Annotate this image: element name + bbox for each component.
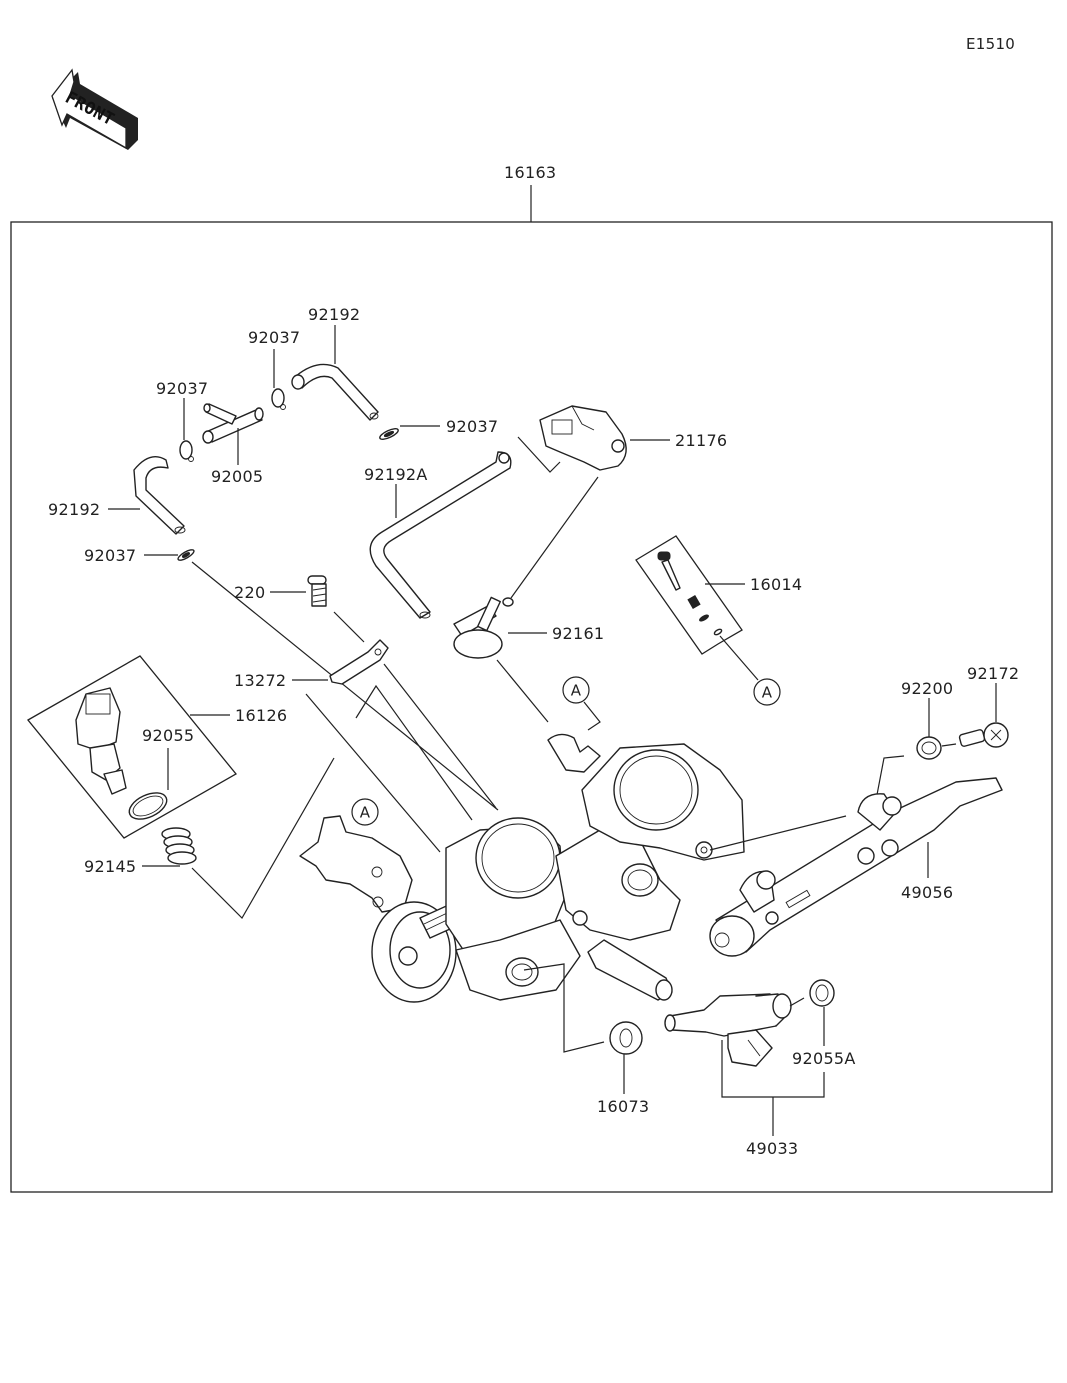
part-label-92161[interactable]: 92161	[552, 624, 604, 643]
part-label-92172[interactable]: 92172	[967, 664, 1019, 683]
part-label-49033[interactable]: 49033	[746, 1139, 798, 1158]
throttle-body[interactable]: A	[299, 733, 745, 1003]
svg-text:A: A	[360, 804, 371, 822]
assembly-line-92037	[191, 561, 499, 811]
screw-220[interactable]	[307, 575, 327, 607]
fuel-rail-49056[interactable]	[709, 777, 1003, 957]
reference-callout-a-upper[interactable]: A	[562, 676, 590, 704]
part-label-16014[interactable]: 16014	[750, 575, 802, 594]
part-label-92200[interactable]: 92200	[901, 679, 953, 698]
hose-92192-left[interactable]	[133, 456, 186, 535]
part-label-16126[interactable]: 16126	[235, 706, 287, 725]
tjoint-92005[interactable]	[202, 403, 264, 444]
assembly-line-16073	[523, 963, 605, 1053]
spring-92145[interactable]	[161, 827, 197, 865]
part-label-92005[interactable]: 92005	[211, 467, 263, 486]
assembly-line-92161	[496, 659, 549, 723]
part-label-13272[interactable]: 13272	[234, 671, 286, 690]
reference-callout-a-right[interactable]: A	[753, 678, 781, 706]
hose-92192-top[interactable]	[291, 363, 379, 421]
svg-text:A: A	[762, 684, 773, 702]
lever-13272[interactable]	[329, 639, 389, 685]
assembly-line-21176	[510, 476, 599, 599]
part-label-92192A[interactable]: 92192A	[364, 465, 428, 484]
kit-16126[interactable]	[27, 655, 237, 839]
washer-92200[interactable]	[916, 736, 942, 760]
diagram-id-code: E1510	[966, 35, 1015, 53]
fitting-92161[interactable]	[453, 596, 514, 659]
callout-a-right-leader	[719, 635, 759, 681]
part-label-49056[interactable]: 49056	[901, 883, 953, 902]
assembly-line-92055A	[789, 997, 805, 1007]
svg-text:A: A	[571, 682, 582, 700]
oring-92055A[interactable]	[809, 979, 835, 1007]
clip-92037-d[interactable]	[177, 548, 196, 562]
assembly-frame	[10, 221, 1053, 1193]
assembly-line-left	[305, 693, 441, 853]
assembly-line-13272	[383, 663, 497, 809]
assembly-line-92145	[191, 757, 335, 919]
assembly-line-rail	[709, 815, 847, 851]
front-arrow-icon: FRONT	[51, 68, 138, 150]
clip-92037-b[interactable]	[378, 427, 399, 442]
part-label-92055[interactable]: 92055	[142, 726, 194, 745]
injector-49033[interactable]	[664, 993, 792, 1067]
assembly-line-bracket	[355, 684, 473, 821]
part-label-220[interactable]: 220	[234, 583, 265, 602]
part-label-92037-c[interactable]: 92037	[156, 379, 208, 398]
part-label-92037-d[interactable]: 92037	[84, 546, 136, 565]
sensor-21176[interactable]	[539, 405, 627, 471]
part-label-92145[interactable]: 92145	[84, 857, 136, 876]
part-label-92192-left[interactable]: 92192	[48, 500, 100, 519]
kit-16014[interactable]	[635, 535, 743, 655]
part-label-16163[interactable]: 16163	[504, 163, 556, 182]
part-label-92037-b[interactable]: 92037	[446, 417, 498, 436]
seal-16073[interactable]	[609, 1021, 643, 1055]
part-label-92055A[interactable]: 92055A	[792, 1049, 856, 1068]
assembly-line-220	[333, 611, 365, 643]
part-label-16073[interactable]: 16073	[597, 1097, 649, 1116]
clip-92037-c[interactable]	[179, 440, 194, 462]
connector-line-hose-sensor	[517, 436, 561, 473]
clip-92037-a[interactable]	[271, 388, 286, 410]
part-label-92037-a[interactable]: 92037	[248, 328, 300, 347]
assembly-line-92172	[941, 743, 957, 747]
hose-92192A[interactable]	[369, 451, 512, 619]
callout-a-upper-leader	[583, 701, 601, 731]
reference-callout-a-left[interactable]: A	[351, 798, 379, 826]
screw-92172[interactable]	[958, 722, 1009, 748]
part-label-21176[interactable]: 21176	[675, 431, 727, 450]
part-label-92192-top[interactable]: 92192	[308, 305, 360, 324]
